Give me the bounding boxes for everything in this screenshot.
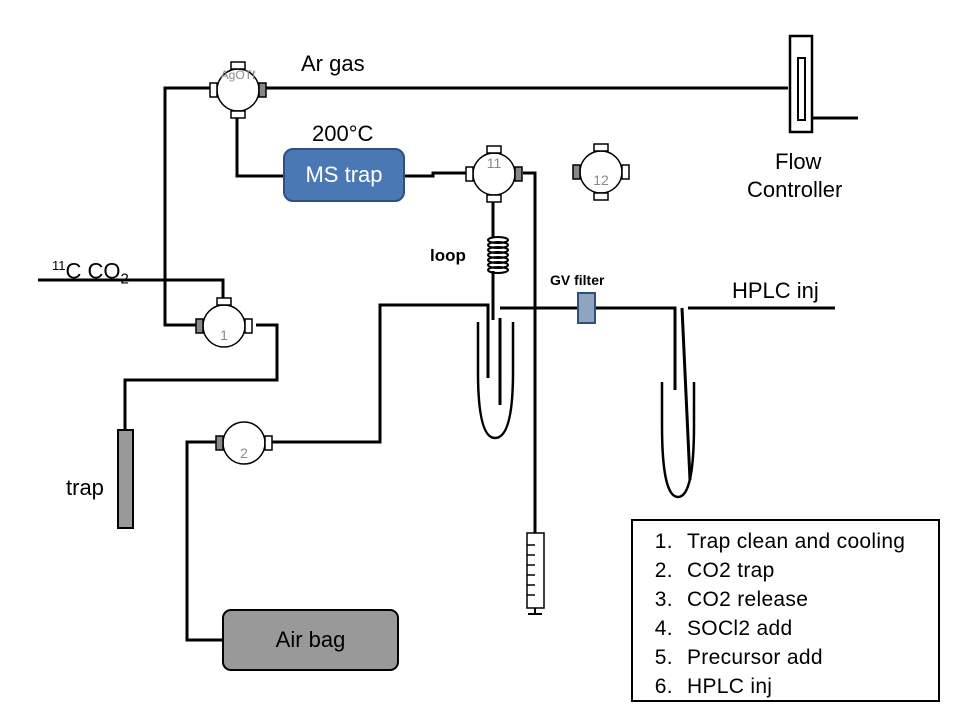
- agotf-to-ms-trap-line: [235, 118, 284, 178]
- hplc-inj-label: HPLC inj: [732, 278, 819, 303]
- co2-inlet-line: [38, 278, 225, 298]
- valve2-to-airbag-line: [185, 440, 223, 642]
- valve11-to-syringe-line: [523, 171, 537, 533]
- valve-12-label: 12: [593, 172, 609, 188]
- valve-11-label: 11: [486, 155, 502, 171]
- ms-trap-box: [283, 148, 405, 202]
- temperature-label: 200°C: [312, 121, 374, 146]
- filter-to-hplc-line: [595, 306, 677, 390]
- agotf-to-valve1-line: [163, 86, 222, 327]
- steps-list: Trap clean and cooling CO2 trap CO2 rele…: [633, 521, 938, 701]
- step-item: HPLC inj: [679, 672, 938, 701]
- valve-2-label: 2: [240, 445, 248, 461]
- ms-trap-to-valve11-line: [404, 171, 468, 178]
- flow-controller-label-2: Controller: [747, 177, 843, 202]
- valve-agotf-label: AgOTf: [220, 68, 256, 82]
- ms-trap-label: MS trap: [305, 162, 383, 187]
- gv-filter-box: [577, 292, 596, 324]
- co2-source-sup: 11: [52, 258, 66, 273]
- valve-1[interactable]: [195, 297, 253, 348]
- valve-2[interactable]: [215, 421, 273, 465]
- valve-1-label: 1: [220, 327, 228, 343]
- hplc-needle: [680, 307, 692, 481]
- air-bag-label: Air bag: [275, 627, 346, 652]
- step-item: Precursor add: [679, 643, 938, 672]
- loop-coil: [487, 236, 509, 274]
- ar-gas-label: Ar gas: [301, 51, 365, 76]
- gv-filter-label: GV filter: [550, 272, 605, 288]
- step-item: SOCl2 add: [679, 614, 938, 643]
- step-item: CO2 release: [679, 585, 938, 614]
- trap-label: trap: [66, 475, 104, 500]
- step-item: CO2 trap: [679, 556, 938, 585]
- reaction-vial: [476, 322, 515, 440]
- air-bag-box: [222, 609, 399, 671]
- flow-controller: [788, 34, 814, 134]
- co2-source-label: 11C CO2: [52, 254, 129, 292]
- co2-source-sub: 2: [120, 270, 129, 288]
- tubing-lines: [38, 86, 858, 642]
- syringe: [526, 532, 545, 615]
- loop-label: loop: [430, 246, 466, 265]
- valve-12[interactable]: [572, 143, 630, 201]
- step-item: Trap clean and cooling: [679, 527, 938, 556]
- co2-source-main: C CO: [65, 258, 121, 284]
- hplc-vial: [660, 382, 696, 499]
- valve1-to-trap-line: [123, 323, 279, 430]
- valve-11[interactable]: [465, 145, 523, 203]
- valve-agotf[interactable]: [209, 61, 267, 119]
- trap-column: [117, 429, 134, 529]
- valve2-to-vial-line: [272, 303, 490, 444]
- steps-legend: Trap clean and cooling CO2 trap CO2 rele…: [631, 519, 940, 702]
- flow-controller-label-1: Flow: [775, 149, 822, 174]
